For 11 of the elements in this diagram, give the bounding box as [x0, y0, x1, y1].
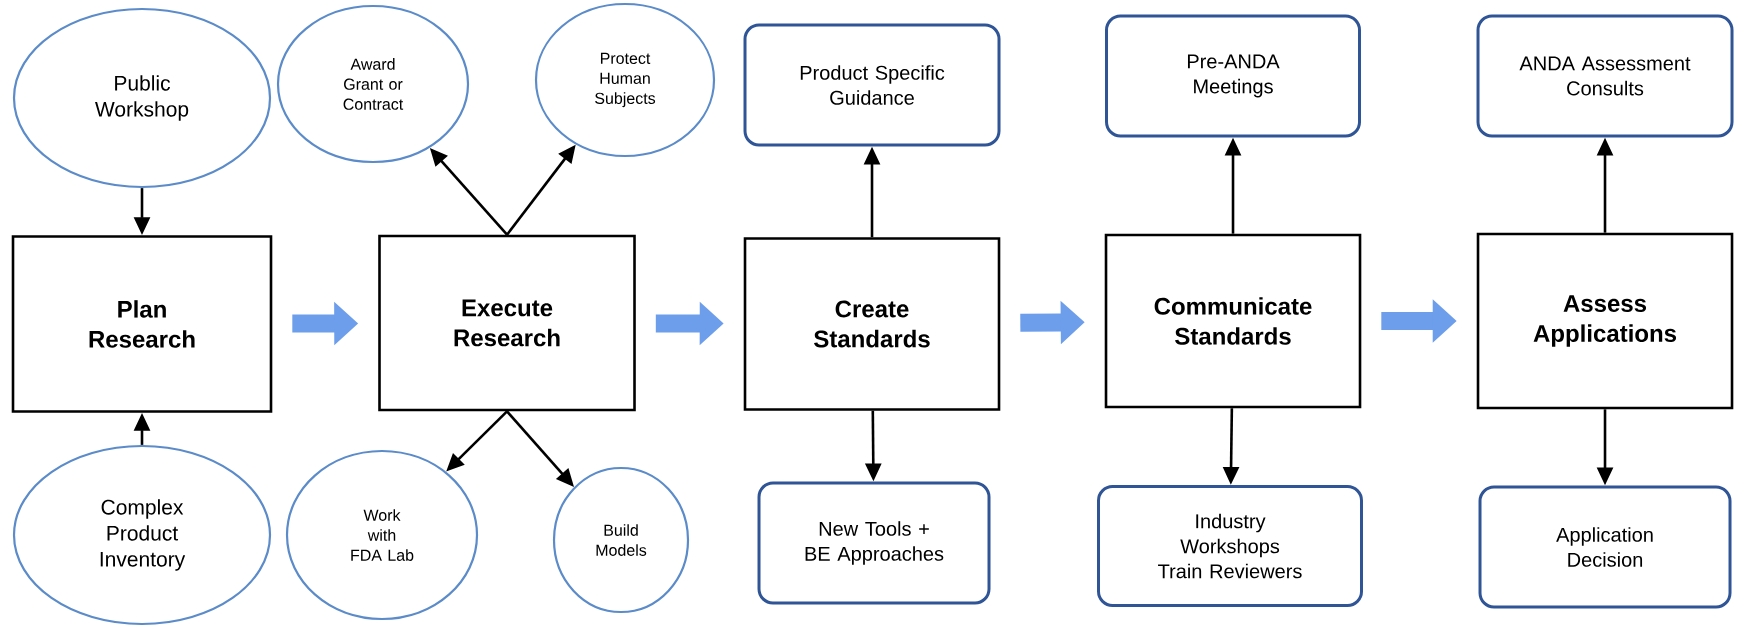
process-box: Communicate Standards — [1104, 233, 1362, 409]
output-box: Pre-ANDA Meetings — [1105, 14, 1361, 138]
output-box: Industry Workshops Train Reviewers — [1097, 485, 1363, 607]
output-box: New Tools + BE Approaches — [757, 481, 991, 605]
output-box: ANDA Assessment Consults — [1476, 14, 1734, 138]
process-box: Assess Applications — [1476, 232, 1734, 410]
output-box: Application Decision — [1478, 485, 1732, 609]
output-box: Product Specific Guidance — [743, 23, 1001, 147]
process-box: Plan Research — [11, 235, 273, 413]
process-box: Create Standards — [743, 237, 1001, 411]
process-box: Execute Research — [378, 234, 636, 412]
